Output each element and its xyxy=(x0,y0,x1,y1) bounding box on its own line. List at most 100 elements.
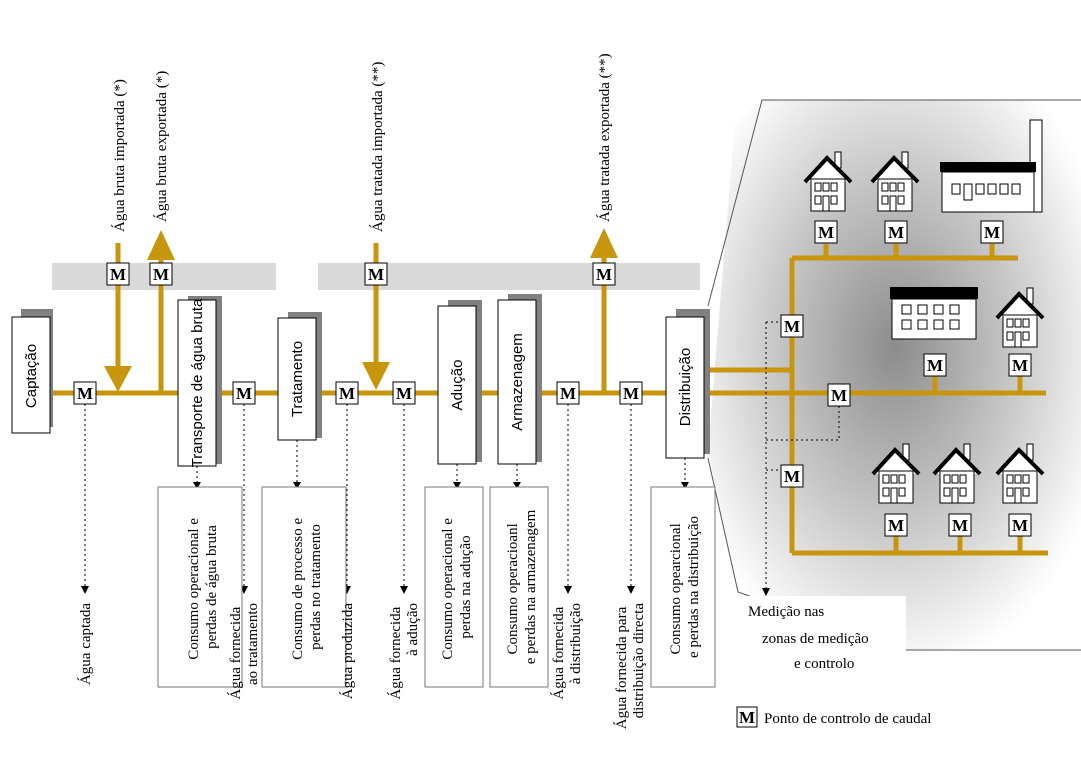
svg-text:M: M xyxy=(1012,516,1028,535)
svg-text:M: M xyxy=(236,384,252,403)
flow-label-to-treatment: Água fornecida ao tratamento xyxy=(227,603,261,700)
svg-text:M: M xyxy=(153,265,169,284)
house-icon xyxy=(995,287,1045,348)
flow-meter: M xyxy=(884,220,908,244)
flow-meter: M xyxy=(335,381,359,405)
consumption-box-aducao: Consumo operacional e perdas na adução xyxy=(424,486,484,688)
legend: M Ponto de controlo de caudal xyxy=(736,706,931,728)
flow-meter: M xyxy=(364,262,388,286)
svg-text:M: M xyxy=(623,384,639,403)
flow-meter: M xyxy=(232,381,256,405)
svg-text:M: M xyxy=(784,317,800,336)
flow-meters: M M M M M M M M M M M M M M M M M M M M … xyxy=(73,220,1032,537)
flow-meter: M xyxy=(392,381,416,405)
consumption-box-storage: Consumo operacioanl e perdas na armazena… xyxy=(489,486,549,688)
consumption-line: Consumo operacional e xyxy=(440,518,456,660)
consumption-box-treatment: Consumo de processo e perdas no tratamen… xyxy=(261,486,347,688)
house-icon xyxy=(870,151,920,212)
zone-label-line: zonas de medição xyxy=(762,631,869,647)
consumption-box-raw-transport: Consumo operacional e perdas de água bru… xyxy=(157,486,243,688)
stage-label: Captação xyxy=(23,344,40,408)
stage-distribuicao: Distribuição xyxy=(665,309,710,459)
flow-meter: M xyxy=(884,513,908,537)
consumption-box-distribution: Consumo opearcional e perdas na distribu… xyxy=(650,486,716,688)
top-flow-labels: Água bruta importada (*) Água bruta expo… xyxy=(111,53,613,232)
consumption-line: Consumo operacional e xyxy=(186,518,202,660)
flow-meter: M xyxy=(73,381,97,405)
svg-text:M: M xyxy=(888,516,904,535)
flow-meter: M xyxy=(1008,353,1032,377)
flow-label-direct-distribution: Água fornecida para distribuição directa xyxy=(613,603,647,730)
flow-meter: M xyxy=(556,381,580,405)
svg-text:M: M xyxy=(596,265,612,284)
svg-text:M: M xyxy=(952,516,968,535)
svg-text:M: M xyxy=(368,265,384,284)
svg-text:M: M xyxy=(784,467,800,486)
house-icon xyxy=(995,443,1045,504)
svg-text:M: M xyxy=(77,384,93,403)
flow-label-raw-exported: Água bruta exportada (*) xyxy=(153,71,170,222)
flow-meter: M xyxy=(1008,513,1032,537)
flow-label-to-distribution: Água fornecida à distribuição xyxy=(550,603,584,700)
zone-label: Medição nas zonas de medição e controlo xyxy=(744,596,906,672)
stage-label: Tratamento xyxy=(289,341,306,417)
stage-tratamento: Tratamento xyxy=(277,312,322,441)
consumption-line: Consumo de processo e xyxy=(290,518,306,660)
flow-label-captada: Água captada xyxy=(77,603,94,685)
stage-armazenagem: Armazenagem xyxy=(497,294,542,465)
measurement-leaders xyxy=(84,321,840,590)
legend-text: Ponto de controlo de caudal xyxy=(764,711,931,727)
stage-label: Armazenagem xyxy=(509,333,526,431)
stage-label: Distribuição xyxy=(677,348,694,426)
building-icon xyxy=(890,287,978,340)
zone-label-line: e controlo xyxy=(794,656,854,672)
svg-text:M: M xyxy=(888,223,904,242)
stage-transporte: Transporte de água bruta xyxy=(177,296,222,467)
flow-meter: M xyxy=(827,383,851,407)
svg-text:M: M xyxy=(818,223,834,242)
svg-text:M: M xyxy=(831,386,847,405)
flow-meter: M xyxy=(980,220,1004,244)
house-icon xyxy=(932,443,982,504)
bottom-flow-labels: Água captada Água fornecida ao tratament… xyxy=(77,603,647,730)
flow-label-treated-exported: Água tratada exportada (**) xyxy=(596,53,613,222)
stage-label: Transporte de água bruta xyxy=(189,298,206,467)
svg-text:Consumo operacioanl e: Consumo operacioanl e perdas na armazena… xyxy=(505,509,539,664)
svg-text:M: M xyxy=(739,708,755,727)
flow-label-produced: Água produzida xyxy=(339,603,356,700)
stage-aducao: Adução xyxy=(437,300,482,465)
svg-text:Consumo operacional e: Consumo operacional e perdas de água bru… xyxy=(186,514,220,659)
svg-text:Consumo operacional e: Consumo operacional e perdas na adução xyxy=(440,514,474,659)
zone-label-line: Medição nas xyxy=(748,604,824,620)
flow-meter: M xyxy=(780,464,804,488)
consumption-line: perdas no tratamento xyxy=(308,524,324,650)
house-icon xyxy=(803,151,853,212)
flow-label-treated-imported: Água tratada importada (**) xyxy=(369,62,386,232)
stage-label: Adução xyxy=(449,360,466,411)
flow-label-to-aducao: Água fornecida à adução xyxy=(387,603,421,700)
consumption-line: Consumo operacioanl xyxy=(505,523,521,654)
svg-text:M: M xyxy=(1012,356,1028,375)
svg-text:M: M xyxy=(927,356,943,375)
stage-captacao: Captação xyxy=(11,309,53,434)
flow-meter: M xyxy=(106,262,130,286)
flow-meter: M xyxy=(814,220,838,244)
flow-arrowheads xyxy=(104,228,618,392)
consumption-line: Consumo opearcional xyxy=(668,523,684,654)
consumption-boxes: Consumo operacional e perdas de água bru… xyxy=(157,486,716,688)
svg-text:Consumo de processo e: Consumo de processo e perdas no tratamen… xyxy=(290,514,324,660)
flow-meter: M xyxy=(948,513,972,537)
flow-meter: M xyxy=(619,381,643,405)
flow-meter: M xyxy=(592,262,616,286)
house-icon xyxy=(871,443,921,504)
svg-text:M: M xyxy=(984,223,1000,242)
flow-meter: M xyxy=(780,314,804,338)
flow-meter: M xyxy=(923,353,947,377)
svg-text:M: M xyxy=(110,265,126,284)
svg-text:M: M xyxy=(339,384,355,403)
flow-meter: M xyxy=(149,262,173,286)
consumption-line: e perdas na distribuição xyxy=(686,516,702,658)
svg-text:M: M xyxy=(396,384,412,403)
consumption-line: e perdas na armazenagem xyxy=(523,509,539,664)
